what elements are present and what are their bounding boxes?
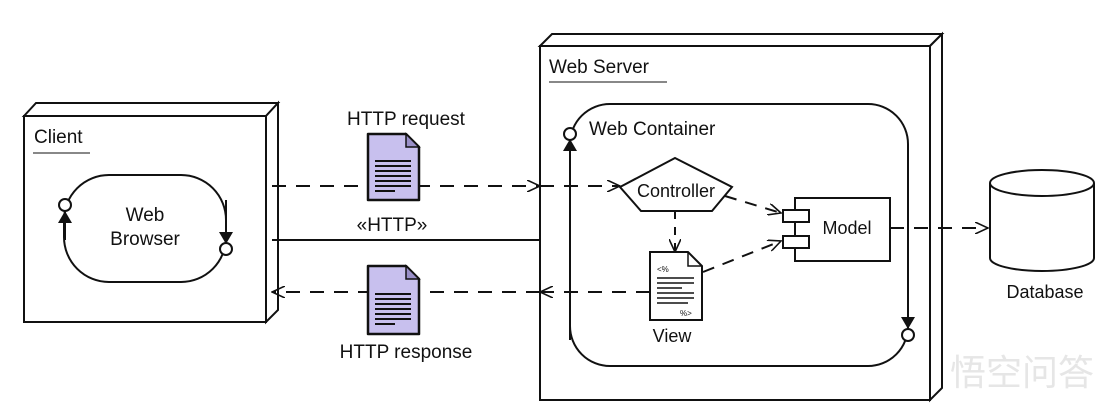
web-server-label: Web Server — [549, 57, 650, 78]
http-protocol-label: «HTTP» — [357, 215, 428, 236]
controller-to-model-line — [724, 195, 781, 213]
web-container-label: Web Container — [589, 119, 716, 140]
view-close-tag: %> — [680, 309, 692, 318]
container-port-bottom — [901, 328, 915, 342]
browser-port-left — [58, 198, 72, 212]
http-request-label: HTTP request — [347, 109, 466, 130]
browser-port-right — [219, 242, 233, 256]
view-to-model-line — [702, 241, 781, 273]
view-document-icon: <% %> — [649, 251, 703, 321]
model-port-2 — [782, 235, 810, 249]
http-response-label: HTTP response — [340, 342, 473, 363]
view-open-tag: <% — [657, 265, 669, 274]
database-label: Database — [1006, 282, 1083, 302]
container-port-top — [563, 127, 577, 141]
watermark: 悟空问答 — [950, 352, 1094, 393]
database-icon — [989, 169, 1095, 272]
client-label: Client — [34, 127, 83, 148]
view-label: View — [653, 326, 693, 346]
model-label: Model — [822, 218, 871, 238]
response-document-icon — [366, 264, 421, 336]
web-browser-label-2: Browser — [110, 229, 180, 250]
web-browser-label-1: Web — [126, 205, 165, 226]
request-document-icon — [366, 132, 421, 202]
controller-label: Controller — [637, 181, 715, 201]
model-port-1 — [782, 209, 810, 223]
model-component — [794, 197, 891, 262]
controller-shape — [618, 156, 734, 212]
